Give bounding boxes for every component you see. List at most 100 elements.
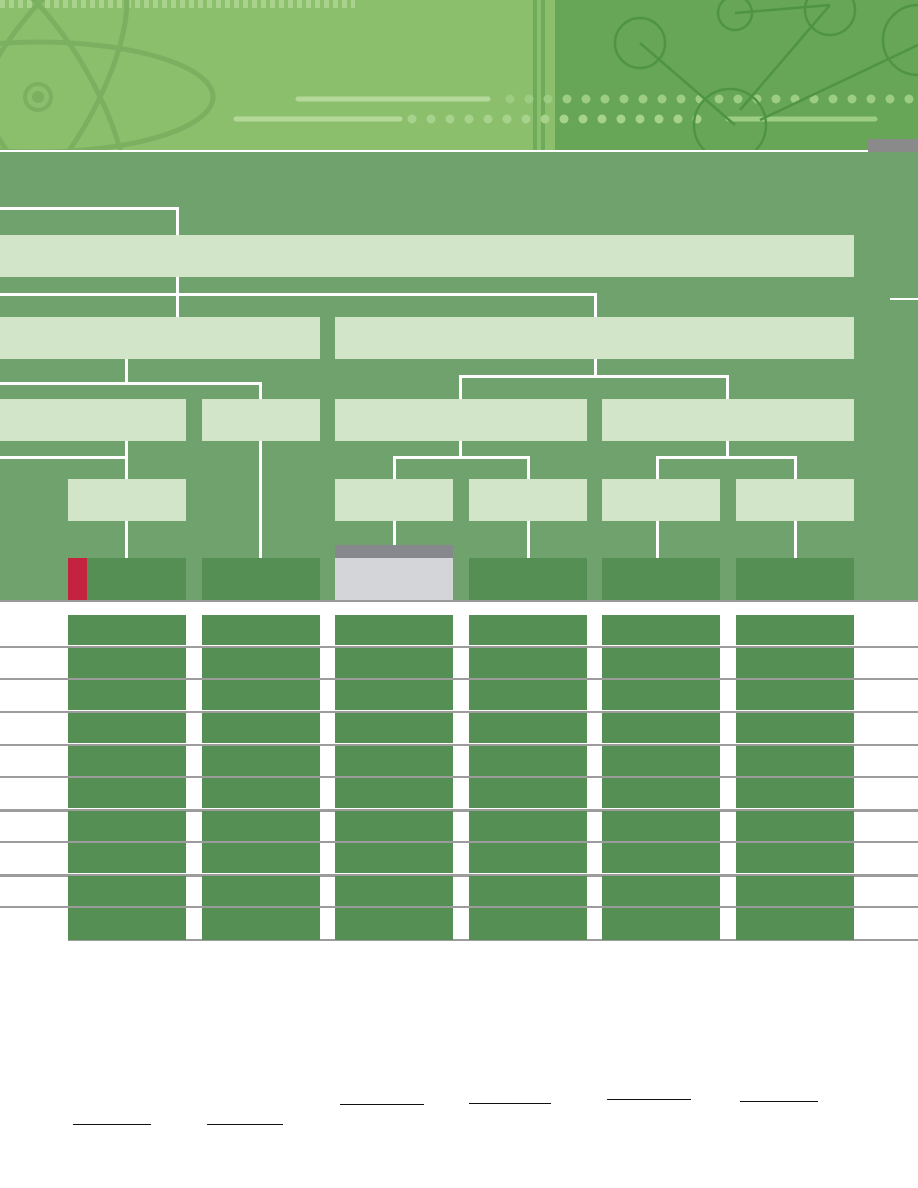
table-cell[interactable]: [335, 680, 453, 710]
bottom-box: [602, 558, 720, 600]
table-cell[interactable]: [68, 908, 186, 940]
table-cell[interactable]: [736, 680, 854, 710]
table-cell[interactable]: [68, 713, 186, 743]
level3-box: [0, 399, 186, 441]
table-cell[interactable]: [469, 713, 587, 743]
table-cell[interactable]: [202, 876, 320, 906]
highlight-cap: [335, 545, 453, 558]
table-cell[interactable]: [602, 713, 720, 743]
table-cell[interactable]: [68, 680, 186, 710]
table-cell[interactable]: [602, 648, 720, 678]
banner-artwork: [0, 0, 918, 150]
table-cell[interactable]: [602, 615, 720, 645]
table-cell[interactable]: [602, 746, 720, 776]
atom-icon: [0, 0, 216, 150]
table-cell[interactable]: [68, 811, 186, 841]
table-cell[interactable]: [736, 648, 854, 678]
answer-blank[interactable]: [207, 1124, 283, 1125]
table-cell[interactable]: [602, 811, 720, 841]
highlighted-bottom-box: [335, 558, 453, 600]
table-cell[interactable]: [68, 746, 186, 776]
table-cell[interactable]: [469, 746, 587, 776]
answer-blank[interactable]: [740, 1101, 818, 1102]
table-cell[interactable]: [736, 615, 854, 645]
root-box: [0, 235, 854, 277]
table-row-divider: [0, 776, 918, 778]
table-cell[interactable]: [202, 648, 320, 678]
table-cell[interactable]: [335, 713, 453, 743]
decorative-banner: [0, 0, 918, 150]
table-row-divider: [0, 744, 918, 746]
table-cell[interactable]: [202, 746, 320, 776]
level3-box: [335, 399, 587, 441]
table-cell[interactable]: [335, 811, 453, 841]
table-cell[interactable]: [602, 876, 720, 906]
table-cell[interactable]: [202, 713, 320, 743]
bottom-box: [736, 558, 854, 600]
dotted-line-ornament: [233, 94, 918, 124]
answer-blank[interactable]: [469, 1103, 551, 1104]
table-cell[interactable]: [469, 648, 587, 678]
table-cell[interactable]: [469, 811, 587, 841]
table-cell[interactable]: [335, 908, 453, 940]
table-cell[interactable]: [736, 713, 854, 743]
table-cell[interactable]: [736, 843, 854, 873]
table-cell[interactable]: [68, 778, 186, 808]
table-cell[interactable]: [469, 876, 587, 906]
table-cell[interactable]: [469, 908, 587, 940]
bottom-box: [469, 558, 587, 600]
table-cell[interactable]: [335, 876, 453, 906]
table-cell[interactable]: [602, 778, 720, 808]
table-cell[interactable]: [202, 908, 320, 940]
banner-stripe: [541, 0, 545, 150]
level4-box: [736, 479, 854, 521]
answer-blank[interactable]: [73, 1124, 151, 1125]
table-cell[interactable]: [736, 778, 854, 808]
table-cell[interactable]: [469, 615, 587, 645]
table-cell[interactable]: [335, 746, 453, 776]
table-row-divider: [0, 678, 918, 680]
table-cell[interactable]: [202, 843, 320, 873]
table-cell[interactable]: [202, 811, 320, 841]
level4-box: [602, 479, 720, 521]
table-row-divider: [0, 874, 918, 877]
answer-blank[interactable]: [607, 1099, 691, 1100]
table-bottom-rule: [68, 939, 918, 941]
table-cell[interactable]: [68, 648, 186, 678]
table-cell[interactable]: [202, 615, 320, 645]
level2-box: [335, 317, 854, 359]
table-cell[interactable]: [602, 843, 720, 873]
table-cell[interactable]: [335, 843, 453, 873]
table-row-divider: [0, 906, 918, 908]
table-cell[interactable]: [335, 615, 453, 645]
table-row-divider: [0, 646, 918, 648]
table-cell[interactable]: [68, 615, 186, 645]
table-cell[interactable]: [736, 746, 854, 776]
table-cell[interactable]: [202, 778, 320, 808]
level2-box: [0, 317, 320, 359]
level4-box: [335, 479, 453, 521]
level4-box: [469, 479, 587, 521]
table-cell[interactable]: [736, 908, 854, 940]
level3-box: [202, 399, 320, 441]
table-cell[interactable]: [469, 680, 587, 710]
table-cell[interactable]: [335, 778, 453, 808]
table-cell[interactable]: [469, 843, 587, 873]
table-cell[interactable]: [68, 876, 186, 906]
level4-box: [68, 479, 186, 521]
level3-box: [602, 399, 854, 441]
table-cell[interactable]: [602, 680, 720, 710]
molecule-network-icon: [613, 0, 918, 150]
banner-stripe: [533, 0, 537, 150]
answer-blank[interactable]: [340, 1104, 424, 1105]
table-cell[interactable]: [736, 876, 854, 906]
banner-divider: [0, 150, 918, 152]
table-row-divider: [0, 841, 918, 843]
table-cell[interactable]: [469, 778, 587, 808]
table-cell[interactable]: [602, 908, 720, 940]
table-cell[interactable]: [68, 843, 186, 873]
bottom-box: [68, 558, 186, 600]
table-cell[interactable]: [202, 680, 320, 710]
table-cell[interactable]: [736, 811, 854, 841]
table-cell[interactable]: [335, 648, 453, 678]
